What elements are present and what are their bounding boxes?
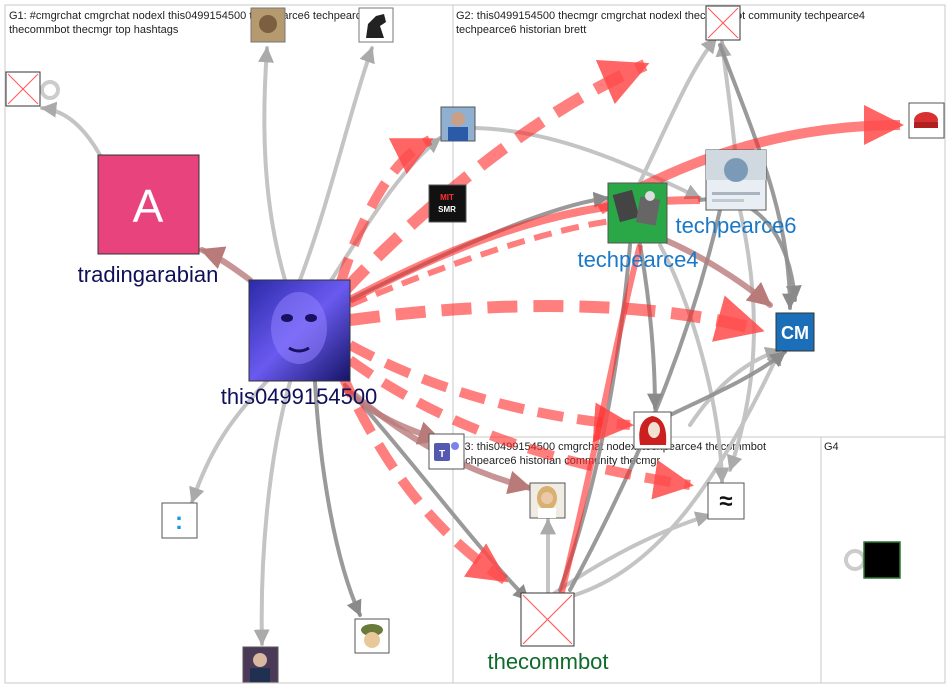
node-avatar-blue-shirt[interactable] — [440, 106, 476, 142]
edge — [718, 43, 798, 310]
node-avatar-blonde[interactable] — [529, 482, 566, 519]
colon-icon: : — [175, 508, 183, 535]
edge — [573, 348, 782, 597]
edge — [658, 350, 787, 422]
self-loop — [40, 80, 60, 100]
teams-icon — [434, 443, 450, 461]
node-teams-icon[interactable]: T — [428, 433, 465, 470]
edge — [557, 244, 643, 601]
label-techpearce4: techpearce4 — [577, 247, 698, 272]
node-this0499154500[interactable] — [248, 279, 351, 382]
mit-smr-logo: MIT — [440, 193, 454, 202]
node-techpearce4[interactable] — [607, 182, 668, 244]
edge — [313, 380, 362, 617]
group-g4-box — [820, 436, 946, 684]
edge — [340, 59, 650, 295]
horse-icon — [366, 14, 386, 38]
edge — [638, 36, 718, 184]
group-g2-label-line2: techpearce6 historian brett — [456, 24, 586, 36]
edge — [638, 243, 663, 410]
edge — [189, 378, 270, 504]
group-g1-label-line1: G1: #cmgrchat cmgrchat nodexl this049915… — [9, 10, 373, 22]
node-techpearce6[interactable] — [705, 149, 767, 211]
node-approx[interactable]: ≈ — [707, 482, 745, 520]
svg-text:T: T — [439, 449, 445, 460]
group-g1-box — [4, 4, 454, 684]
label-this0499154500: this0499154500 — [221, 384, 378, 409]
node-g4-black[interactable] — [863, 541, 901, 579]
edge — [473, 126, 702, 200]
node-avatar-horse[interactable] — [358, 7, 394, 43]
red-edges — [335, 59, 904, 601]
node-thecommbot[interactable] — [520, 592, 575, 647]
cm-logo: CM — [781, 323, 809, 343]
self-loop — [844, 549, 866, 571]
dark-gray-edges — [313, 43, 802, 617]
label-tradingarabian: tradingarabian — [78, 262, 219, 287]
node-placeholder-g2-top[interactable] — [705, 5, 741, 41]
node-thecmgr[interactable]: CM — [775, 312, 815, 352]
svg-text:SMR: SMR — [438, 205, 456, 214]
node-avatar-top1[interactable] — [250, 7, 286, 43]
edge — [348, 217, 621, 308]
edge — [258, 46, 287, 282]
edge — [335, 367, 509, 585]
node-avatar-red-face[interactable] — [633, 411, 672, 450]
edge — [199, 246, 253, 283]
node-mit-smr[interactable]: MIT SMR — [428, 184, 467, 223]
edge — [253, 380, 292, 646]
edge — [349, 295, 765, 342]
label-techpearce6: techpearce6 — [675, 213, 796, 238]
node-tradingarabian[interactable]: A — [97, 154, 200, 255]
group-g4-label: G4 — [824, 441, 839, 453]
node-avatar-cartoon[interactable] — [354, 618, 390, 654]
edge — [298, 46, 375, 282]
approx-icon: ≈ — [719, 488, 732, 515]
group-g1-label-line2: thecommbot thecmgr top hashtags — [9, 24, 179, 36]
group-g3-label-line2: techpearce6 historian community thecmgr — [456, 455, 661, 467]
edge — [726, 208, 756, 472]
group-g2-label-line1: G2: this0499154500 thecmgr cmgrchat node… — [456, 10, 865, 22]
node-placeholder-topleft[interactable] — [5, 71, 41, 107]
node-avatar-topright-logo[interactable] — [908, 102, 945, 139]
edge — [335, 135, 434, 287]
label-thecommbot: thecommbot — [487, 649, 608, 674]
edge — [40, 101, 102, 157]
avatar-letter: A — [133, 180, 164, 232]
gray-edges — [40, 36, 782, 646]
edge — [347, 355, 694, 500]
node-colon-avatar[interactable]: : — [161, 502, 198, 539]
edge — [658, 243, 730, 484]
node-avatar-bottom-person[interactable] — [242, 646, 279, 683]
edge — [343, 383, 530, 602]
